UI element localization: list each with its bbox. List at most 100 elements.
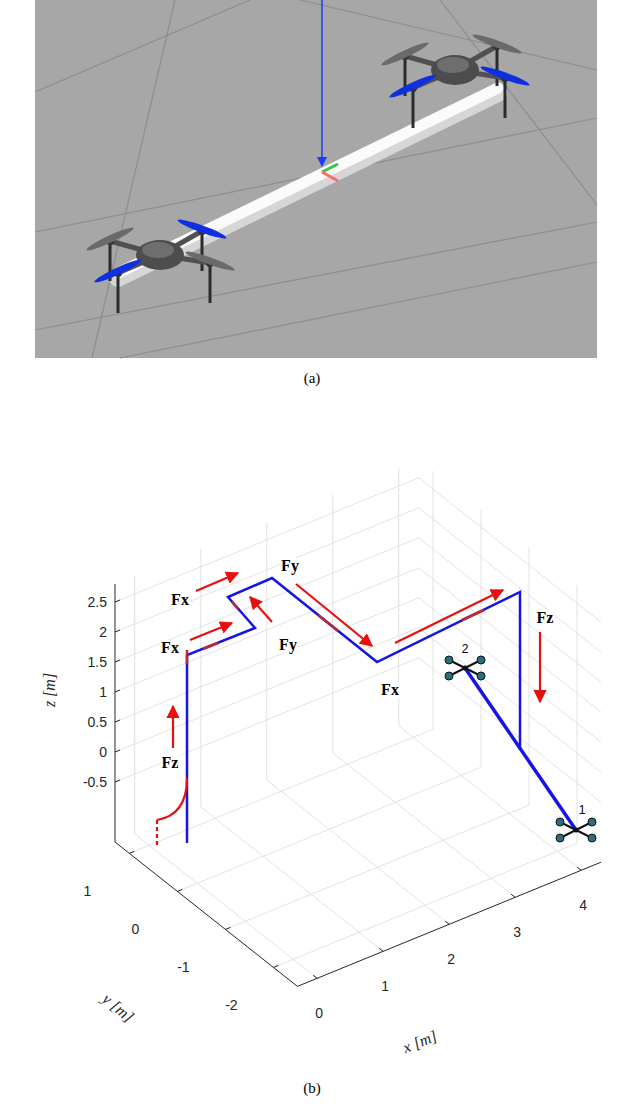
grid-line bbox=[129, 729, 433, 853]
tick-mark bbox=[115, 600, 120, 602]
trajectory-path bbox=[187, 578, 520, 843]
grid-line bbox=[115, 478, 419, 602]
frame-axis bbox=[322, 164, 338, 172]
tick-mark bbox=[225, 927, 230, 929]
propeller bbox=[388, 72, 438, 100]
propeller bbox=[471, 32, 522, 56]
x-tick-label: 4 bbox=[579, 898, 587, 912]
grid-line bbox=[419, 628, 601, 772]
ground-grid-line bbox=[35, 222, 597, 330]
propeller bbox=[184, 249, 235, 273]
quadrotor-arm bbox=[449, 660, 481, 676]
drone-number: 1 bbox=[579, 804, 586, 816]
force-arrow bbox=[395, 590, 503, 643]
z-tick-label: 2.5 bbox=[88, 595, 107, 609]
payload-bar bbox=[118, 88, 498, 273]
force-label: Fx bbox=[380, 682, 400, 698]
drone-leg bbox=[209, 263, 212, 303]
force-label: Fy bbox=[278, 637, 298, 653]
drone-leg bbox=[496, 46, 499, 86]
rotor-dot bbox=[556, 818, 564, 826]
tick-mark bbox=[129, 851, 134, 853]
tick-mark bbox=[115, 750, 120, 752]
propeller bbox=[85, 225, 135, 253]
grid-line bbox=[419, 658, 601, 802]
quadrotor-arm bbox=[449, 660, 481, 676]
y-tick-label: -2 bbox=[225, 998, 237, 1012]
rotor-dot bbox=[588, 818, 596, 826]
force-label: Fy bbox=[280, 558, 300, 574]
grid-line bbox=[419, 568, 601, 712]
grid-line bbox=[273, 843, 577, 967]
tick-mark bbox=[511, 894, 515, 897]
z-tick-label: 0.5 bbox=[88, 715, 107, 729]
force-arrow bbox=[172, 706, 174, 748]
panel-label: (b) bbox=[303, 1081, 321, 1096]
grid-line bbox=[115, 538, 419, 662]
reference-segment bbox=[318, 615, 338, 631]
tick-mark bbox=[115, 720, 120, 722]
ground-grid-line bbox=[120, 262, 597, 358]
drone-body bbox=[136, 240, 184, 270]
force-label: Fz bbox=[161, 755, 180, 771]
reference-segment bbox=[203, 643, 218, 649]
x-axis-line bbox=[297, 862, 601, 986]
rotor-dot bbox=[445, 656, 453, 664]
y-tick-label: 1 bbox=[83, 884, 91, 898]
tick-mark bbox=[115, 690, 120, 692]
force-arrow bbox=[250, 597, 272, 622]
drone-leg bbox=[504, 78, 507, 118]
grid-line bbox=[481, 509, 482, 767]
quadrotor-body bbox=[574, 828, 579, 833]
rotor-dot bbox=[588, 834, 596, 842]
grid-line bbox=[267, 780, 449, 924]
drone-number: 2 bbox=[462, 643, 469, 655]
tick-mark bbox=[445, 921, 449, 924]
grid-line bbox=[332, 495, 333, 753]
grid-line bbox=[419, 598, 601, 742]
drone-top bbox=[437, 57, 469, 73]
rotor-dot bbox=[477, 656, 485, 664]
z-tick-label: 2 bbox=[99, 625, 107, 639]
grid-line bbox=[333, 753, 515, 897]
tick-mark bbox=[313, 975, 317, 978]
simulation-render bbox=[35, 0, 597, 358]
rotor-dot bbox=[445, 672, 453, 680]
y-axis-line bbox=[115, 842, 297, 986]
axis-title: x [m] bbox=[401, 1028, 440, 1056]
propeller bbox=[479, 64, 530, 88]
propeller bbox=[176, 217, 227, 241]
grid-line bbox=[529, 547, 530, 805]
tick-mark bbox=[177, 889, 182, 891]
grid-line bbox=[419, 478, 601, 622]
z-tick-label: 1 bbox=[99, 685, 107, 699]
x-tick-label: 1 bbox=[381, 979, 389, 993]
ground-grid-line bbox=[92, 0, 175, 358]
force-label: Fz bbox=[536, 610, 555, 626]
force-arrow bbox=[190, 623, 232, 640]
propeller bbox=[93, 257, 143, 285]
grid-line bbox=[115, 628, 419, 752]
force-arrow bbox=[296, 584, 372, 646]
force-vector bbox=[321, 0, 323, 166]
reference-curve bbox=[156, 820, 158, 846]
tick-mark bbox=[577, 867, 581, 870]
tick-mark bbox=[379, 948, 383, 951]
z-tick-label: 0 bbox=[99, 745, 107, 759]
grid-line bbox=[135, 834, 317, 978]
frame-axis bbox=[322, 172, 338, 181]
quadrotor-arm bbox=[560, 822, 592, 838]
propeller bbox=[380, 40, 430, 68]
rotor-dot bbox=[477, 672, 485, 680]
grid-line bbox=[115, 508, 419, 632]
grid-line bbox=[134, 576, 135, 834]
drone-leg bbox=[412, 88, 415, 128]
grid-line bbox=[577, 585, 578, 843]
z-tick-label: 1.5 bbox=[88, 655, 107, 669]
tick-mark bbox=[115, 660, 120, 662]
drone-leg bbox=[201, 231, 204, 271]
grid-line bbox=[433, 471, 434, 729]
x-tick-label: 3 bbox=[513, 925, 521, 939]
reference-segment bbox=[462, 610, 484, 620]
